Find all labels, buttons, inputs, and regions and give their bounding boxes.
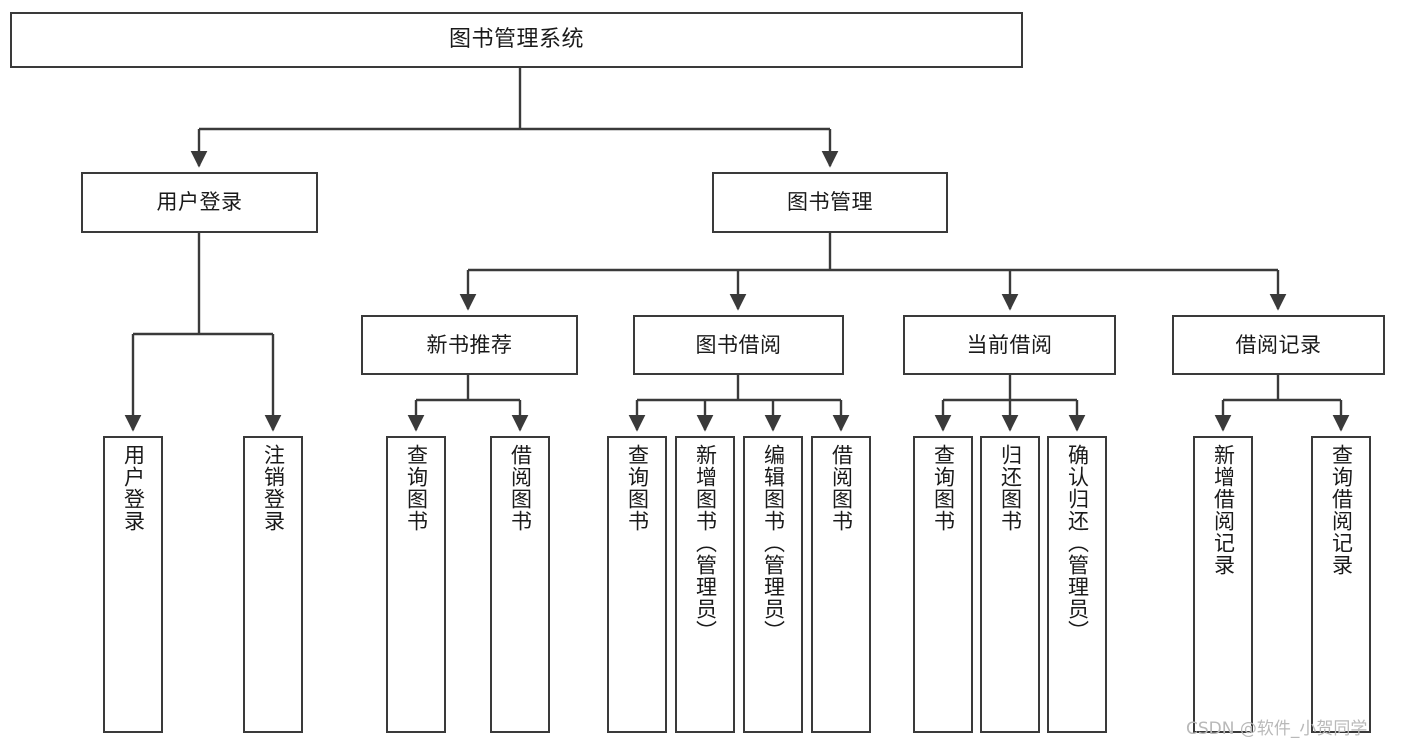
leaf-book-borrow-edit-book[interactable]: 编辑图书（管理员） <box>743 436 803 733</box>
node-label: 确认归还（管理员） <box>1065 444 1090 642</box>
node-current-borrow[interactable]: 当前借阅 <box>903 315 1116 375</box>
node-label: 图书借阅 <box>695 332 782 357</box>
node-label: 用户登录 <box>121 444 146 532</box>
node-label: 注销登录 <box>261 444 286 532</box>
node-book-management[interactable]: 图书管理 <box>712 172 948 233</box>
leaf-current-borrow-return-book[interactable]: 归还图书 <box>980 436 1040 733</box>
node-book-borrow[interactable]: 图书借阅 <box>633 315 844 375</box>
node-label: 用户登录 <box>156 190 243 215</box>
node-label: 当前借阅 <box>966 332 1053 357</box>
node-label: 图书管理 <box>787 190 873 215</box>
leaf-user-login-logout[interactable]: 注销登录 <box>243 436 303 733</box>
node-label: 查询图书 <box>931 444 956 532</box>
leaf-book-borrow-query-book[interactable]: 查询图书 <box>607 436 667 733</box>
leaf-new-book-query-book[interactable]: 查询图书 <box>386 436 446 733</box>
node-label: 借阅记录 <box>1235 332 1322 357</box>
node-root-system[interactable]: 图书管理系统 <box>10 12 1023 68</box>
leaf-current-borrow-confirm-return[interactable]: 确认归还（管理员） <box>1047 436 1107 733</box>
node-label: 归还图书 <box>998 444 1023 532</box>
node-label: 借阅图书 <box>508 444 533 532</box>
node-label: 编辑图书（管理员） <box>761 444 786 642</box>
node-label: 新增借阅记录 <box>1211 444 1236 576</box>
node-user-login[interactable]: 用户登录 <box>81 172 318 233</box>
node-label: 查询借阅记录 <box>1329 444 1354 576</box>
node-borrow-record[interactable]: 借阅记录 <box>1172 315 1385 375</box>
leaf-current-borrow-query-book[interactable]: 查询图书 <box>913 436 973 733</box>
node-new-book-recommend[interactable]: 新书推荐 <box>361 315 578 375</box>
leaf-borrow-record-add-record[interactable]: 新增借阅记录 <box>1193 436 1253 733</box>
leaf-book-borrow-borrow-book[interactable]: 借阅图书 <box>811 436 871 733</box>
node-label: 查询图书 <box>625 444 650 532</box>
node-label: 新书推荐 <box>426 332 513 357</box>
leaf-borrow-record-query-record[interactable]: 查询借阅记录 <box>1311 436 1371 733</box>
node-label: 新增图书（管理员） <box>693 444 718 642</box>
node-label: 查询图书 <box>404 444 429 532</box>
leaf-new-book-borrow-book[interactable]: 借阅图书 <box>490 436 550 733</box>
leaf-book-borrow-add-book[interactable]: 新增图书（管理员） <box>675 436 735 733</box>
node-label: 图书管理系统 <box>448 27 584 53</box>
node-label: 借阅图书 <box>829 444 854 532</box>
leaf-user-login-login[interactable]: 用户登录 <box>103 436 163 733</box>
csdn-watermark: CSDN @软件_小贺同学 <box>1186 719 1368 739</box>
